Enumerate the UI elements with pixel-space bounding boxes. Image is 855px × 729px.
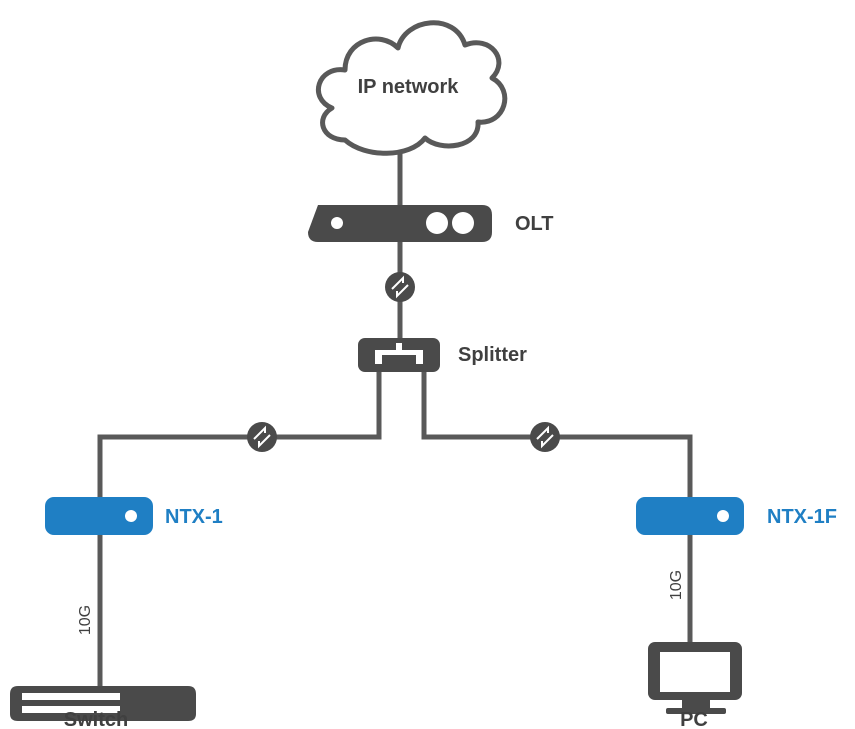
ntx1-switch-speed-label: 10G [77, 605, 94, 635]
cloud-label: IP network [358, 76, 460, 98]
splitter-label: Splitter [458, 344, 527, 366]
ntx1-label: NTX-1 [165, 506, 223, 528]
pc-label: PC [680, 709, 708, 729]
cloud-icon [315, 20, 508, 156]
fiber-link-icon [530, 422, 560, 452]
olt-label: OLT [515, 213, 554, 235]
splitter-ntx1-link [97, 372, 382, 497]
connection-lines [97, 150, 693, 686]
switch-icon [10, 686, 196, 721]
ont-device-icon [45, 497, 153, 535]
pc-monitor-icon [648, 642, 742, 714]
olt-device-icon [308, 205, 492, 242]
ntx1f-label: NTX-1F [767, 506, 837, 528]
ont-device-icon [636, 497, 744, 535]
ntx1f-pc-speed-label: 10G [668, 570, 685, 600]
fiber-link-icon [247, 422, 277, 452]
fiber-link-icon [385, 272, 415, 302]
splitter-icon [358, 338, 440, 372]
switch-label: Switch [64, 709, 128, 729]
